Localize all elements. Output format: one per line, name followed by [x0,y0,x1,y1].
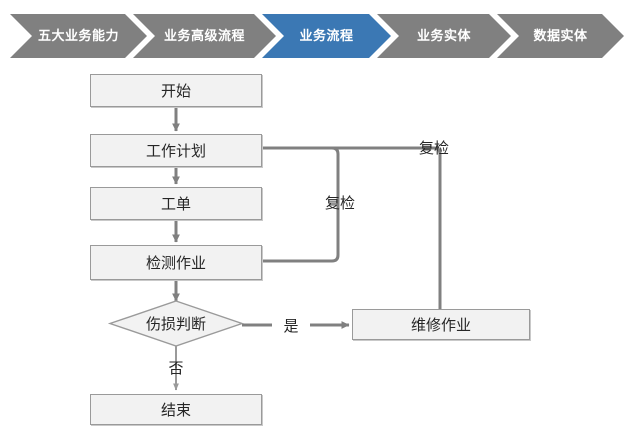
edge-repair-workplan-recheck [187,144,442,310]
breadcrumb-label-2[interactable]: 业务流程 [299,28,354,43]
breadcrumb-chevron-1[interactable] [133,14,276,58]
breadcrumb-label-3[interactable]: 业务实体 [416,28,471,43]
breadcrumb-shapes [10,14,624,58]
breadcrumb-chevron-3[interactable] [377,14,511,58]
breadcrumb-chevron-4[interactable] [497,14,624,58]
breadcrumb-chevron-2[interactable] [262,14,391,58]
edge-label-recheck-outer: 复检 [418,140,449,157]
node-start[interactable]: 开始 [90,74,262,107]
node-repair[interactable]: 维修作业 [352,309,530,340]
breadcrumb-chevron-0[interactable] [10,14,147,58]
edge-label-no: 否 [168,360,184,377]
breadcrumb-label-1[interactable]: 业务高级流程 [163,28,245,43]
breadcrumb-label-0[interactable]: 五大业务能力 [37,28,119,43]
breadcrumb-label-4[interactable]: 数据实体 [533,28,588,43]
node-inspection[interactable]: 检测作业 [90,245,262,280]
node-decision-shape[interactable] [107,300,245,347]
node-work-order[interactable]: 工单 [90,187,262,220]
node-work-plan[interactable]: 工作计划 [90,134,262,167]
edge-label-yes: 是 [283,318,299,335]
node-end[interactable]: 结束 [90,394,262,425]
process-breadcrumb: 五大业务能力 业务高级流程 业务流程 业务实体 数据实体 [0,14,634,58]
edge-label-recheck-inner: 复检 [324,195,355,212]
